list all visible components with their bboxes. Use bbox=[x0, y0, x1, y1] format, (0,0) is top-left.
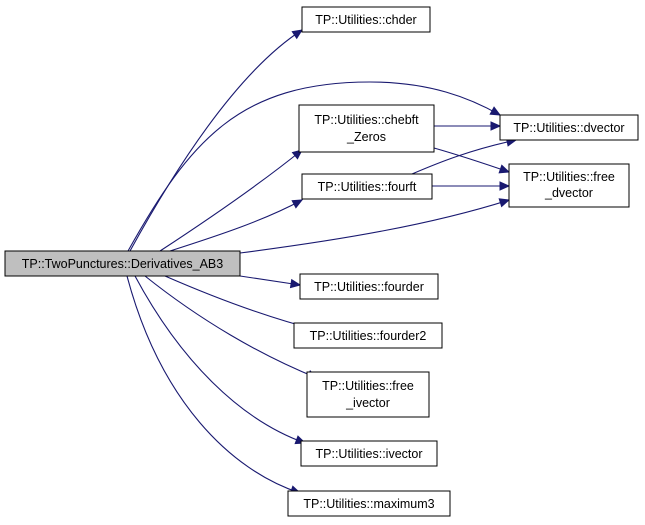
node-chebft-zeros[interactable]: TP::Utilities::chebft _Zeros bbox=[298, 104, 435, 153]
node-ivector[interactable]: TP::Utilities::ivector bbox=[300, 440, 438, 467]
node-chebft-zeros-label-1: TP::Utilities::chebft bbox=[314, 113, 419, 127]
edge-fourft-to-free-dvector bbox=[432, 181, 511, 191]
node-chebft-zeros-label-2: _Zeros bbox=[346, 130, 386, 144]
edge-chebft-zeros-to-dvector bbox=[434, 121, 502, 131]
node-fourft-label: TP::Utilities::fourft bbox=[318, 180, 417, 194]
node-ivector-label: TP::Utilities::ivector bbox=[316, 447, 423, 461]
edge-root-to-chder bbox=[129, 29, 304, 252]
edge-root-to-ivector bbox=[134, 275, 307, 445]
node-fourder-label: TP::Utilities::fourder bbox=[314, 280, 424, 294]
arrowhead-icon bbox=[499, 181, 511, 191]
edge-root-to-dvector bbox=[127, 81, 502, 252]
edge-root-to-free-dvector bbox=[239, 198, 511, 254]
edge-root-to-free-ivector bbox=[144, 275, 319, 379]
node-maximum3[interactable]: TP::Utilities::maximum3 bbox=[287, 490, 451, 517]
arrowhead-icon bbox=[498, 198, 511, 208]
node-dvector[interactable]: TP::Utilities::dvector bbox=[499, 114, 639, 141]
node-free-ivector-label-1: TP::Utilities::free bbox=[322, 379, 414, 393]
call-nodes: TP::TwoPunctures::Derivatives_AB3 TP::Ut… bbox=[4, 6, 639, 517]
node-fourft[interactable]: TP::Utilities::fourft bbox=[301, 173, 433, 200]
node-root-label: TP::TwoPunctures::Derivatives_AB3 bbox=[22, 257, 224, 271]
edge-root-to-maximum3 bbox=[126, 275, 302, 495]
node-fourder2-label: TP::Utilities::fourder2 bbox=[310, 329, 427, 343]
edge-root-to-fourder bbox=[239, 275, 302, 289]
arrowhead-icon bbox=[291, 29, 304, 40]
arrowhead-icon bbox=[291, 199, 304, 209]
arrowhead-icon bbox=[489, 106, 502, 116]
arrowhead-icon bbox=[289, 278, 302, 289]
node-free-ivector-label-2: _ivector bbox=[345, 396, 390, 410]
arrowhead-icon bbox=[490, 121, 502, 131]
edge-root-to-fourft bbox=[169, 199, 304, 252]
node-dvector-label: TP::Utilities::dvector bbox=[513, 121, 624, 135]
edge-chebft-zeros-to-free-dvector bbox=[433, 147, 511, 174]
node-chder[interactable]: TP::Utilities::chder bbox=[301, 6, 431, 33]
call-edges bbox=[126, 29, 518, 495]
node-chder-label: TP::Utilities::chder bbox=[315, 13, 416, 27]
arrowhead-icon bbox=[498, 164, 511, 174]
node-free-dvector-label-2: _dvector bbox=[544, 186, 593, 200]
node-maximum3-label: TP::Utilities::maximum3 bbox=[303, 497, 434, 511]
node-free-dvector[interactable]: TP::Utilities::free _dvector bbox=[508, 163, 630, 208]
node-fourder[interactable]: TP::Utilities::fourder bbox=[299, 273, 439, 300]
node-root[interactable]: TP::TwoPunctures::Derivatives_AB3 bbox=[4, 250, 241, 277]
node-free-dvector-label-1: TP::Utilities::free bbox=[523, 170, 615, 184]
node-fourder2[interactable]: TP::Utilities::fourder2 bbox=[293, 322, 443, 349]
node-free-ivector[interactable]: TP::Utilities::free _ivector bbox=[306, 371, 430, 418]
